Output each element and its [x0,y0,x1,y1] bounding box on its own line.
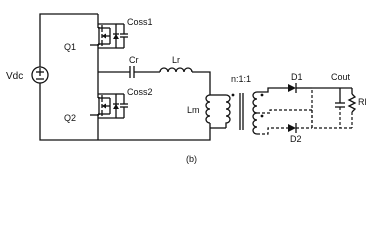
lm-inductor [98,94,226,141]
q2-mosfet [90,72,119,140]
d2-diode [288,123,312,133]
schematic: Vdc Coss1 Q1 [6,13,367,164]
d1-diode [288,83,312,93]
rl-resistor [347,88,357,128]
d1-label: D1 [291,72,303,82]
q2-label: Q2 [64,113,76,123]
q1-label: Q1 [64,42,76,52]
coss2-label: Coss2 [127,87,153,97]
llc-converter-diagram: Vdc Coss1 Q1 [6,13,367,164]
coss1-label: Coss1 [127,17,153,27]
coss1-capacitor [116,23,128,49]
d2-label: D2 [290,134,302,144]
turns-ratio-label: n:1:1 [231,74,251,84]
cout-capacitor [335,88,345,128]
cr-capacitor [129,66,160,78]
figure-caption: (b) [186,154,197,164]
output-rails [311,87,352,129]
lm-label: Lm [187,105,200,115]
vdc-label: Vdc [6,71,23,82]
q1-mosfet [90,14,119,72]
coss2-capacitor [116,93,128,119]
cout-label: Cout [331,72,351,82]
lr-inductor [159,67,211,95]
cr-label: Cr [129,55,139,65]
secondary-wiring [257,87,312,135]
lr-label: Lr [172,55,180,65]
transformer [225,91,264,135]
vdc-source [31,66,49,84]
rl-label: Rl [358,97,367,107]
